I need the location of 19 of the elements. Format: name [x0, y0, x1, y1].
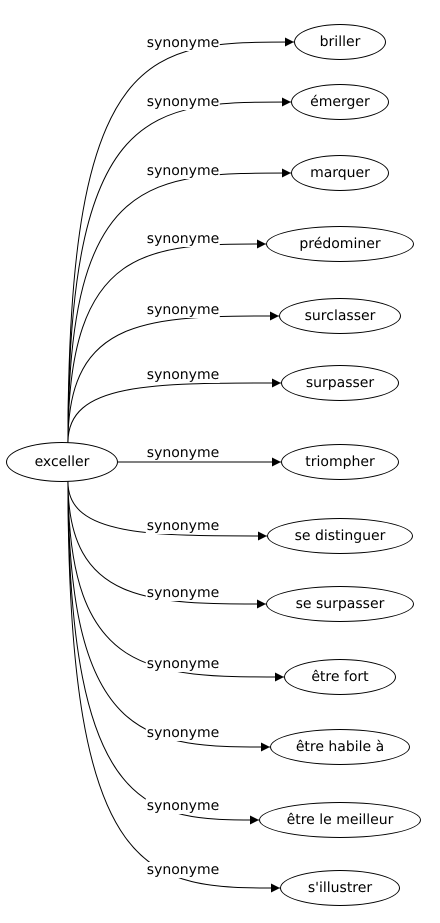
node-label: surclasser [304, 308, 376, 324]
arrow [67, 378, 282, 443]
node-label: prédominer [299, 236, 381, 252]
node-label: triompher [305, 454, 375, 470]
node-label: être habile à [296, 739, 384, 755]
node-label: émerger [310, 94, 370, 110]
node-label: exceller [34, 454, 90, 470]
node-label: marquer [310, 165, 370, 181]
node-label: se surpasser [296, 596, 384, 612]
node-label: s'illustrer [308, 880, 372, 896]
arrow [67, 481, 280, 892]
arrow [118, 458, 282, 466]
node-label: être le meilleur [286, 812, 394, 828]
node-label: se distinguer [294, 528, 386, 544]
node-label: surpasser [306, 375, 374, 391]
edge-label: synonyme [146, 862, 220, 878]
node-label: briller [320, 34, 360, 50]
node-label: être fort [311, 669, 369, 685]
edge-label: synonyme [146, 798, 220, 814]
